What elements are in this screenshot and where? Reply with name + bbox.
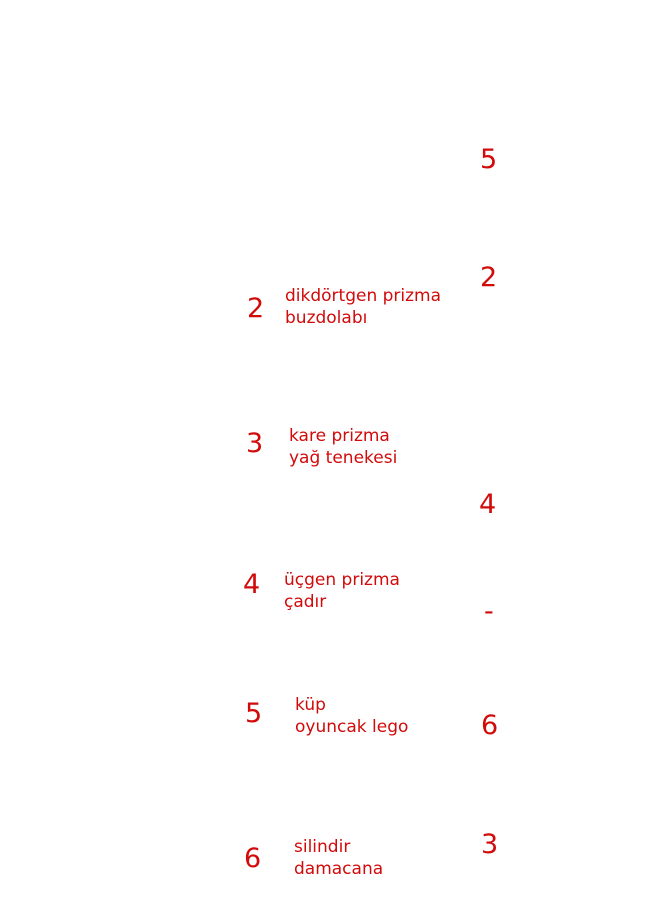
answer-2: 2 xyxy=(480,262,498,293)
item-label: üçgen prizma çadır xyxy=(284,569,400,613)
item-shape: küp xyxy=(295,695,326,715)
answer-6: 3 xyxy=(481,829,499,860)
item-number: 5 xyxy=(245,698,263,729)
answer-5: 6 xyxy=(481,710,499,741)
item-shape: üçgen prizma xyxy=(284,570,400,590)
item-label: silindir damacana xyxy=(294,836,383,880)
item-number: 4 xyxy=(243,569,261,600)
item-number: 2 xyxy=(247,293,265,324)
item-object: oyuncak lego xyxy=(295,717,409,737)
item-object: yağ tenekesi xyxy=(289,448,398,468)
item-label: kare prizma yağ tenekesi xyxy=(289,425,397,469)
answer-1: 5 xyxy=(480,144,498,175)
item-label: küp oyuncak lego xyxy=(295,694,408,738)
item-object: buzdolabı xyxy=(285,308,368,328)
item-object: çadır xyxy=(284,592,327,612)
item-number: 6 xyxy=(244,843,262,874)
item-shape: dikdörtgen prizma xyxy=(285,286,442,306)
item-shape: silindir xyxy=(294,837,351,857)
answer-4: - xyxy=(484,596,494,627)
item-object: damacana xyxy=(294,859,384,879)
item-label: dikdörtgen prizma buzdolabı xyxy=(285,285,441,329)
item-shape: kare prizma xyxy=(289,426,390,446)
answer-3: 4 xyxy=(479,489,497,520)
item-number: 3 xyxy=(246,428,264,459)
